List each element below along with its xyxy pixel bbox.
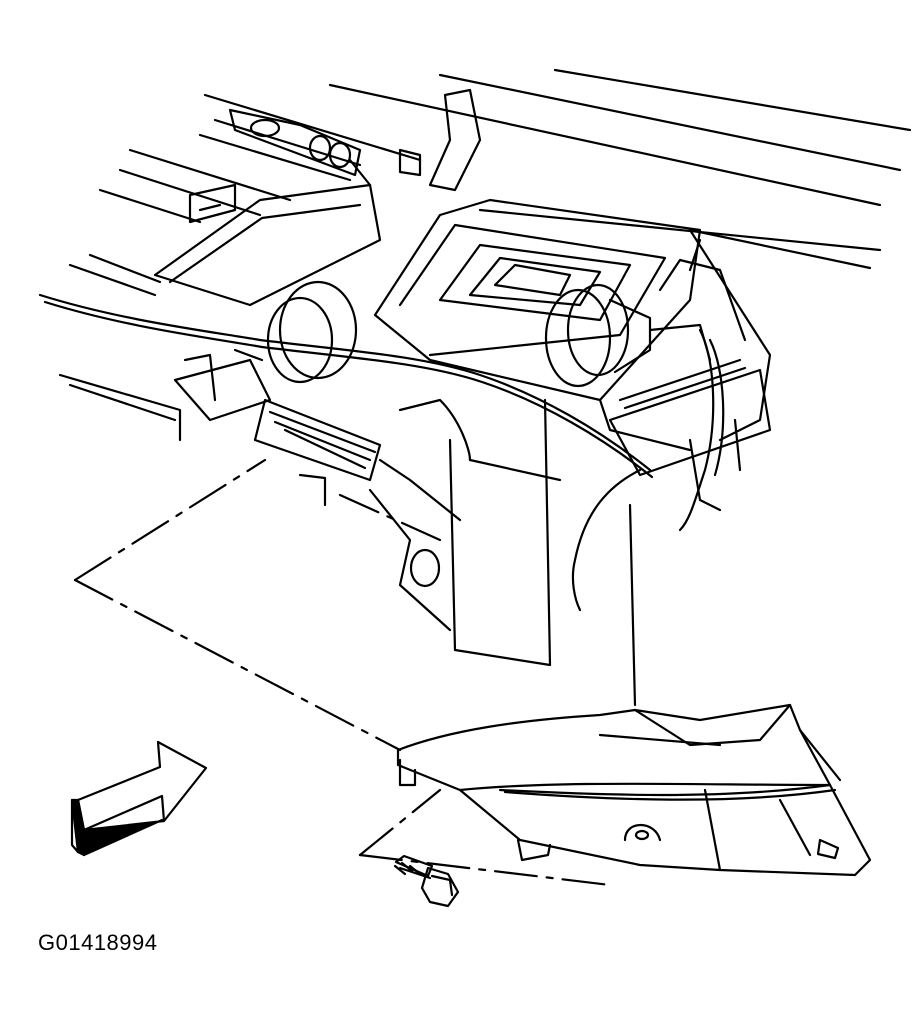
right-control-module <box>608 238 772 477</box>
upper-left-duct <box>153 108 382 307</box>
center-support-column <box>368 398 637 707</box>
removed-floor-duct <box>396 703 872 877</box>
floor-duct-assembly <box>58 353 382 507</box>
figure-id-label: G01418994 <box>38 930 158 955</box>
left-vent-motor <box>233 280 358 384</box>
bolt-icon <box>393 854 460 908</box>
wire-harness <box>38 293 742 612</box>
mount-bracket <box>398 88 482 192</box>
actuator-motor <box>544 283 712 388</box>
instrument-panel-lines <box>68 68 912 297</box>
leader-lines <box>73 458 612 887</box>
arrow-right-icon <box>70 740 208 857</box>
center-vent-housing <box>373 198 772 452</box>
